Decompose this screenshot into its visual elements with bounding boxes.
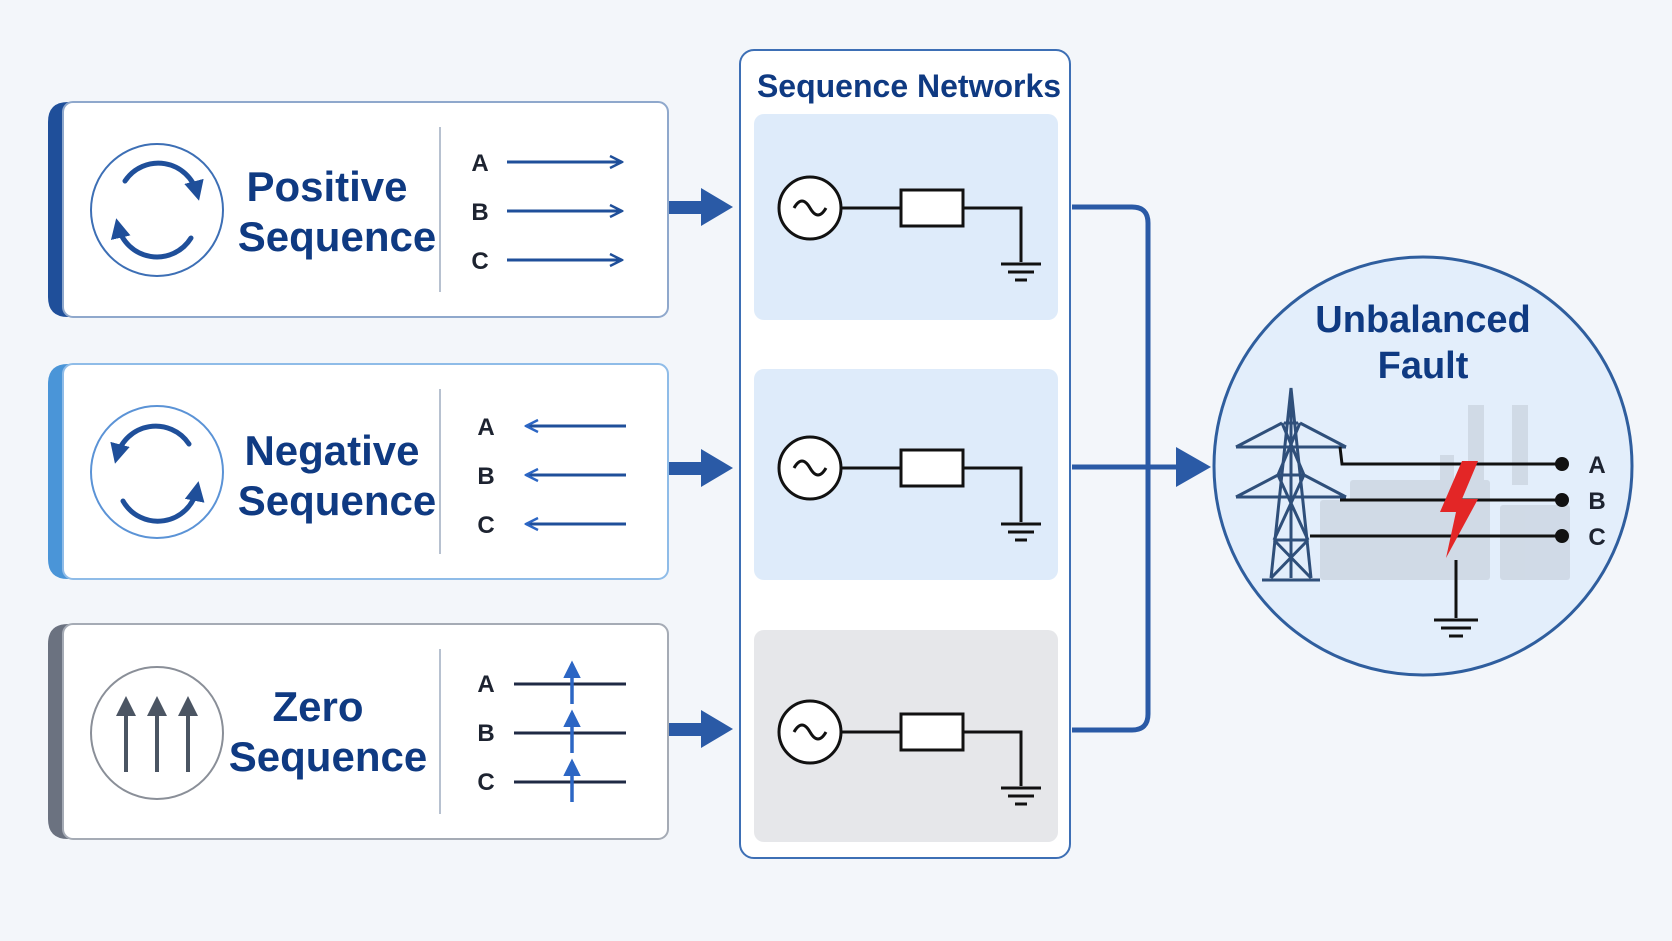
fault-phase-lines: A B C xyxy=(1310,446,1606,551)
phase-label: A xyxy=(477,414,494,441)
phase-label: A xyxy=(477,671,494,698)
phase-terminal xyxy=(1555,529,1569,543)
rotate-counterclockwise-icon xyxy=(90,405,224,539)
transmission-tower-icon xyxy=(1235,387,1347,582)
panel-card xyxy=(62,101,669,318)
phase-arrows: A B C xyxy=(477,414,626,539)
panel-title-line1: Zero xyxy=(272,683,363,730)
panel-to-network-arrows xyxy=(669,188,733,748)
sequence-networks-panel: Sequence Networks xyxy=(739,49,1071,859)
panel-title-line1: Negative xyxy=(244,427,419,474)
panel-title-line1: Positive xyxy=(246,163,407,210)
positive-sequence-panel: Positive Sequence A B C xyxy=(48,101,669,318)
panel-title-line2: Sequence xyxy=(229,733,427,780)
network-circuit xyxy=(777,435,1041,542)
phase-label: B xyxy=(477,463,494,490)
phase-terminal xyxy=(1555,493,1569,507)
networks-title: Sequence Networks xyxy=(757,68,1061,104)
panel-title-line2: Sequence xyxy=(238,213,436,260)
phase-label: C xyxy=(471,248,488,275)
ground-icon xyxy=(1001,262,1041,282)
zero-sequence-panel: Zero Sequence A B C xyxy=(48,623,669,840)
block-arrow-icon xyxy=(669,710,733,748)
lightning-bolt-icon xyxy=(1440,461,1478,558)
fault-phase-label: A xyxy=(1588,452,1605,479)
negative-sequence-panel: Negative Sequence A B C xyxy=(48,363,669,580)
fault-phase-label: B xyxy=(1588,488,1605,515)
network-circuit xyxy=(777,699,1041,806)
phase-label: C xyxy=(477,769,494,796)
phase-label: C xyxy=(477,512,494,539)
unbalanced-fault-circle: Unbalanced Fault xyxy=(1212,255,1634,677)
ac-source-icon xyxy=(777,175,843,241)
network-to-fault-connector xyxy=(1072,204,1211,733)
phase-terminal xyxy=(1555,457,1569,471)
panel-card xyxy=(62,623,669,840)
ground-icon xyxy=(1001,786,1041,806)
rotate-clockwise-icon xyxy=(90,143,224,277)
network-circuit xyxy=(777,175,1041,282)
impedance-icon xyxy=(899,188,965,228)
panel-card xyxy=(62,363,669,580)
phase-arrows: A B C xyxy=(477,660,626,802)
fault-title-line2: Fault xyxy=(1378,345,1469,387)
parallel-up-arrows-icon xyxy=(90,666,224,800)
phase-label: B xyxy=(477,720,494,747)
impedance-icon xyxy=(899,712,965,752)
block-arrow-icon xyxy=(669,449,733,487)
ground-icon xyxy=(1001,522,1041,542)
block-arrow-icon xyxy=(669,188,733,226)
ac-source-icon xyxy=(777,699,843,765)
impedance-icon xyxy=(899,448,965,488)
fault-phase-label: C xyxy=(1588,524,1605,551)
fault-title-line1: Unbalanced xyxy=(1315,299,1530,341)
phase-arrows: A B C xyxy=(471,150,622,275)
ground-icon xyxy=(1434,560,1478,638)
panel-title-line2: Sequence xyxy=(238,477,436,524)
arrow-right-icon xyxy=(1176,447,1211,487)
phase-label: B xyxy=(471,199,488,226)
ac-source-icon xyxy=(777,435,843,501)
phase-label: A xyxy=(471,150,488,177)
